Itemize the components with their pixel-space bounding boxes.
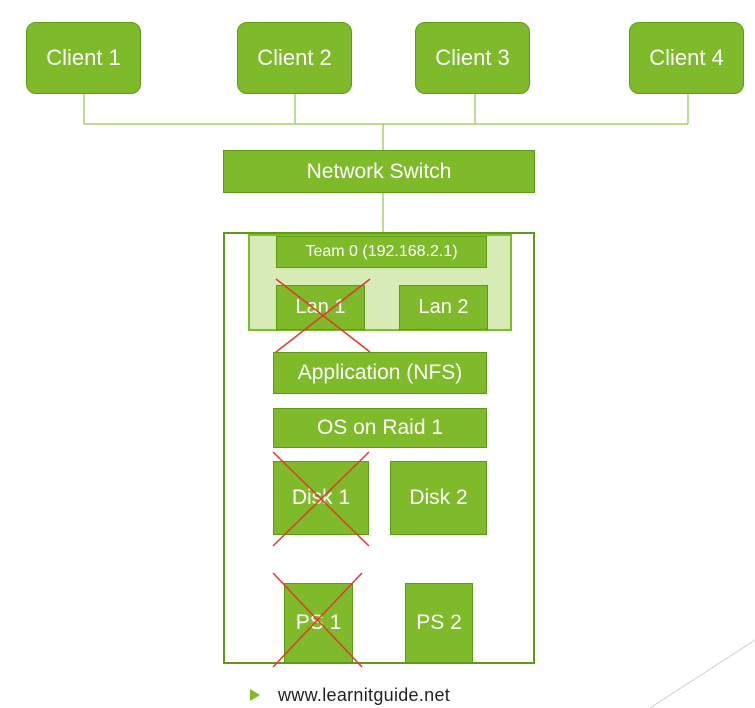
ps-1-failed-mark [272, 572, 363, 668]
footer: www.learnitguide.net [250, 683, 450, 707]
bullet-arrow-icon [250, 689, 260, 701]
disk-1-failed-mark [272, 451, 370, 547]
decorative-corner-line [649, 639, 755, 708]
footer-url[interactable]: www.learnitguide.net [278, 684, 451, 705]
lan-1-failed-mark [275, 278, 371, 353]
